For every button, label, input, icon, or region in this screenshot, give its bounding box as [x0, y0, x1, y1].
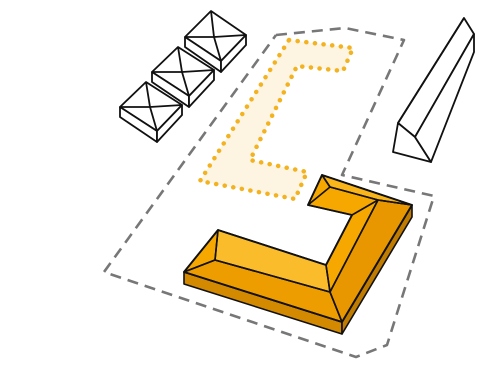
new-c-shaped-building [183, 174, 413, 335]
existing-hip-roof-building-1 [184, 10, 247, 73]
existing-hip-roof-building-3 [119, 81, 183, 143]
site-boundary [102, 26, 436, 359]
existing-hip-roof-building-2 [151, 46, 215, 108]
existing-long-gable-building [392, 17, 475, 163]
previous-c-shaped-footprint [197, 37, 356, 202]
